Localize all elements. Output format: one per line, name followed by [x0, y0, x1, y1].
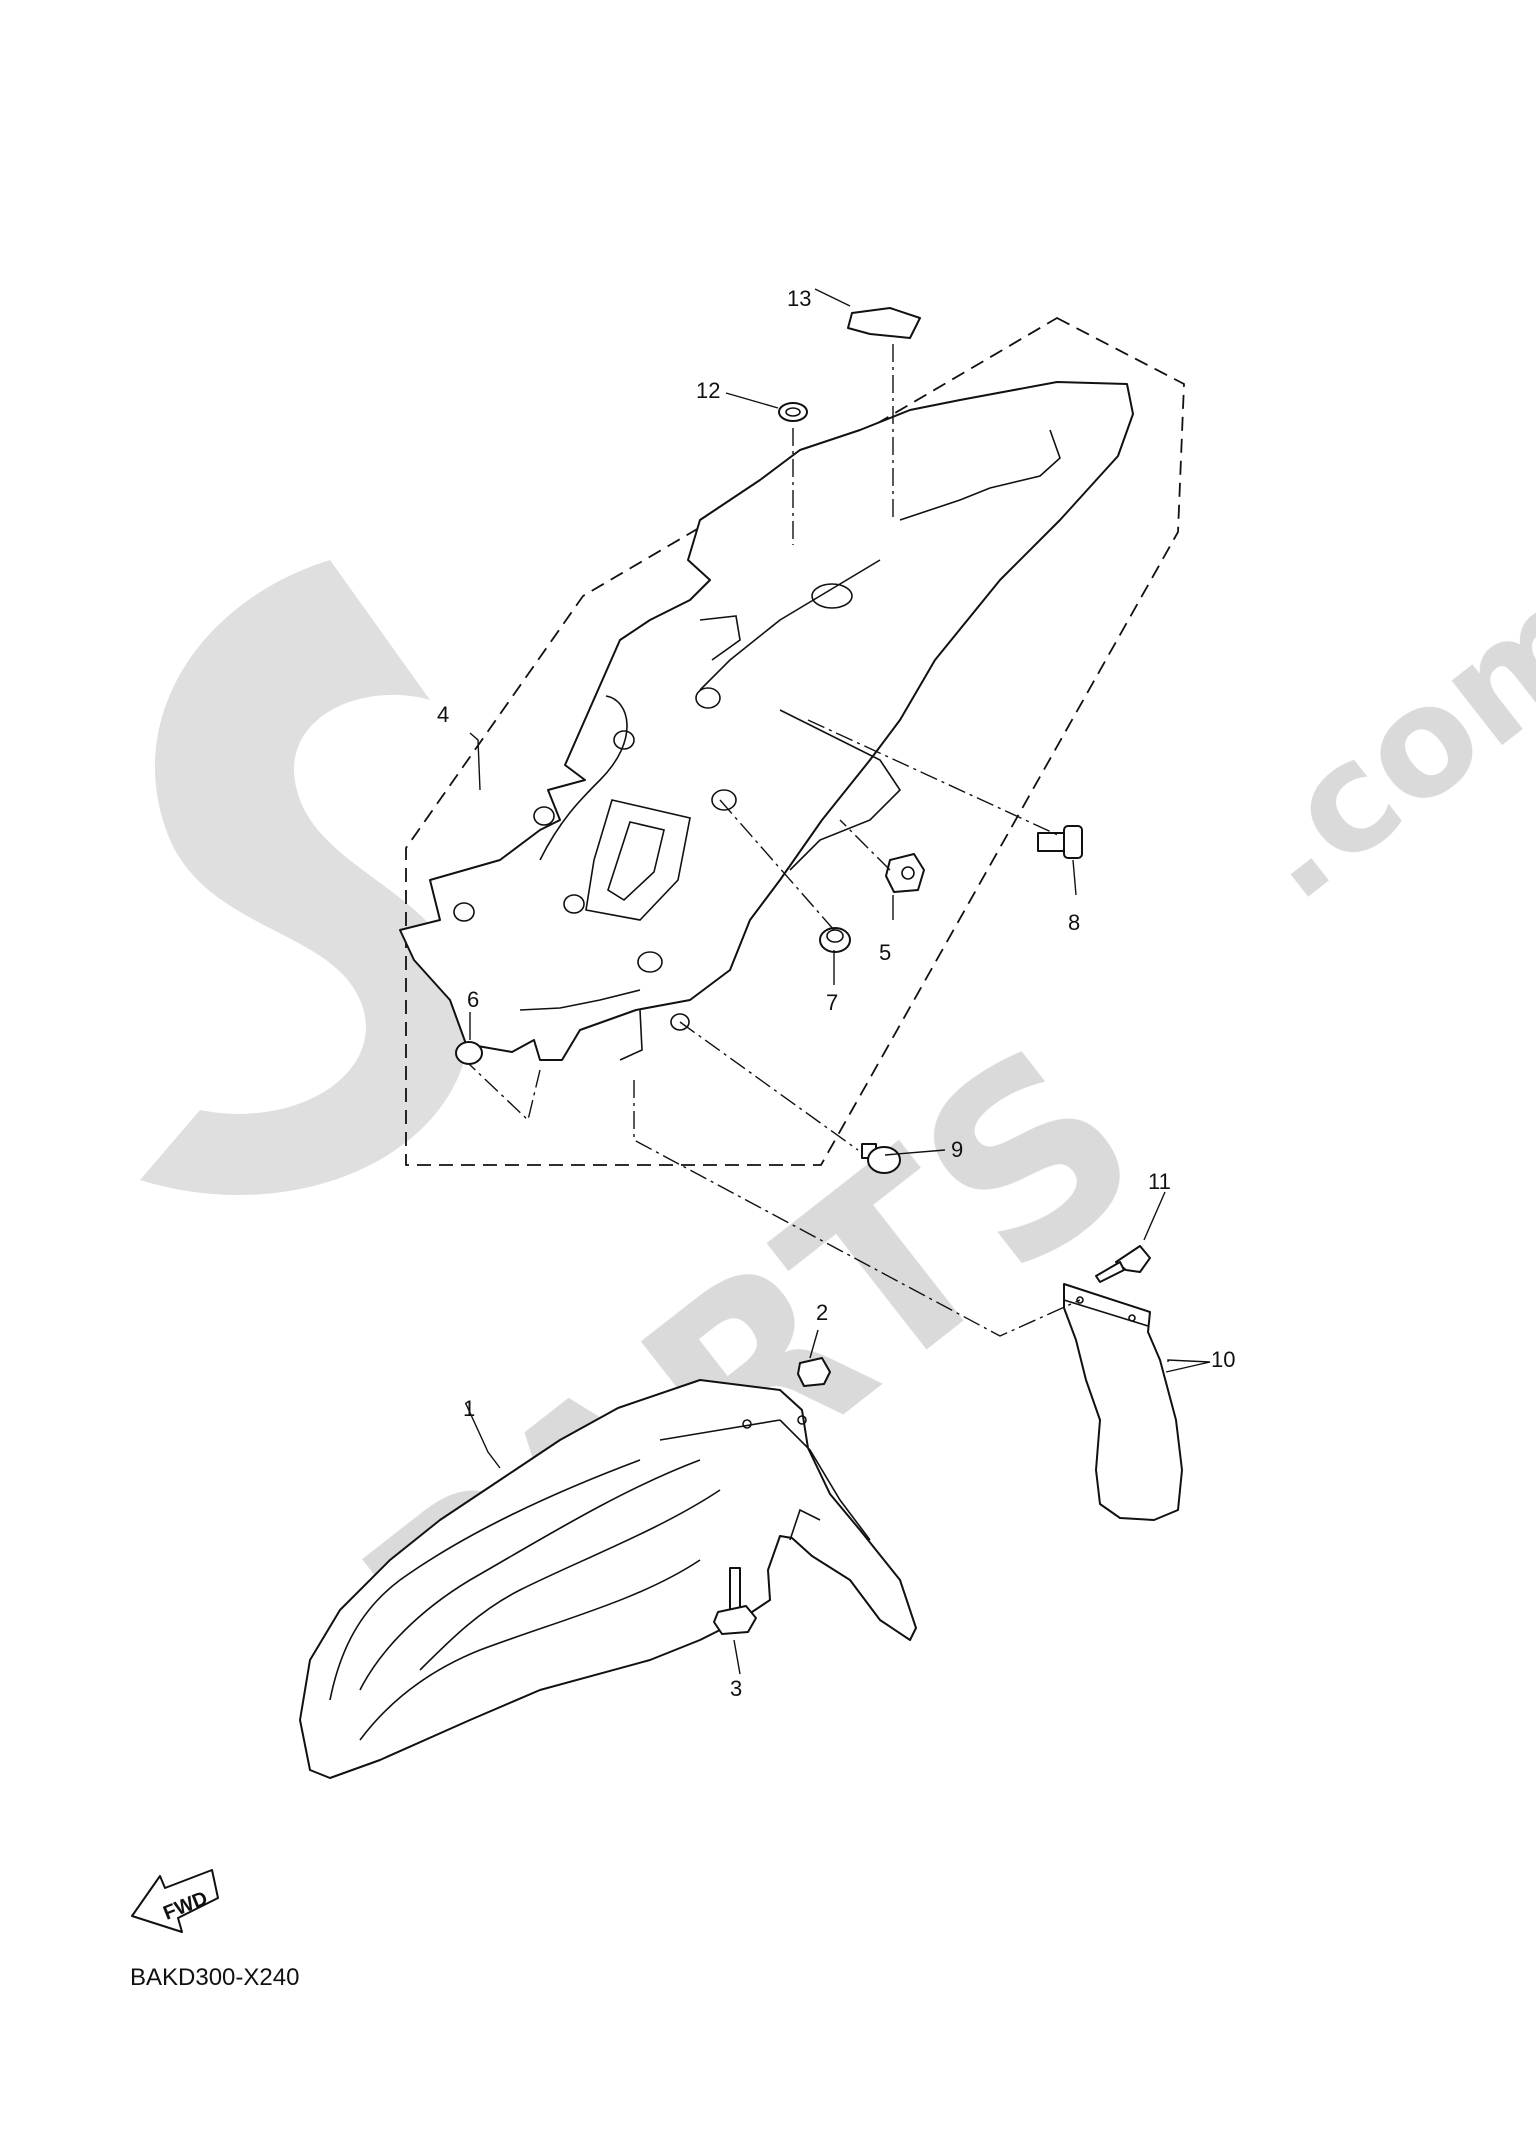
callout-numbers: 1 2 3 4 5 6 7 8 9 10 11 12 13 [437, 286, 1235, 1701]
callout-12: 12 [696, 378, 720, 403]
callout-1: 1 [463, 1396, 475, 1421]
watermark-logo-s [140, 560, 470, 1196]
bolt-part-8 [1037, 825, 1083, 859]
callout-2: 2 [816, 1300, 828, 1325]
bolt-part-9 [861, 1143, 901, 1174]
callout-8: 8 [1068, 910, 1080, 935]
callout-3: 3 [730, 1676, 742, 1701]
callout-6: 6 [467, 987, 479, 1012]
assembly-lines [468, 344, 1081, 1337]
mud-flap-part-10 [1063, 1283, 1183, 1521]
watermark-domain-text: .com [1211, 548, 1536, 935]
bolt-part-3 [713, 1567, 757, 1635]
nut-part-5 [885, 853, 925, 893]
diagram-code: BAKD300-X240 [130, 1964, 299, 1991]
callout-9: 9 [951, 1137, 963, 1162]
callout-10: 10 [1211, 1347, 1235, 1372]
washer-part-6 [455, 1041, 483, 1065]
fwd-arrow: FWD [131, 1869, 219, 1933]
callout-4: 4 [437, 702, 449, 727]
grommet-part-12 [778, 402, 808, 422]
front-fender-part-1 [299, 1379, 917, 1779]
callout-11: 11 [1148, 1169, 1171, 1194]
nut-part-2 [797, 1357, 831, 1387]
pad-part-13 [847, 307, 921, 339]
leader-lines [465, 288, 1211, 1675]
nut-part-7 [819, 927, 851, 953]
callout-13: 13 [787, 286, 811, 311]
assembly-boundary [405, 316, 1185, 1166]
rear-fender [399, 381, 1134, 1061]
callout-5: 5 [879, 940, 891, 965]
screw-part-11 [1095, 1245, 1151, 1283]
callout-7: 7 [826, 990, 838, 1015]
